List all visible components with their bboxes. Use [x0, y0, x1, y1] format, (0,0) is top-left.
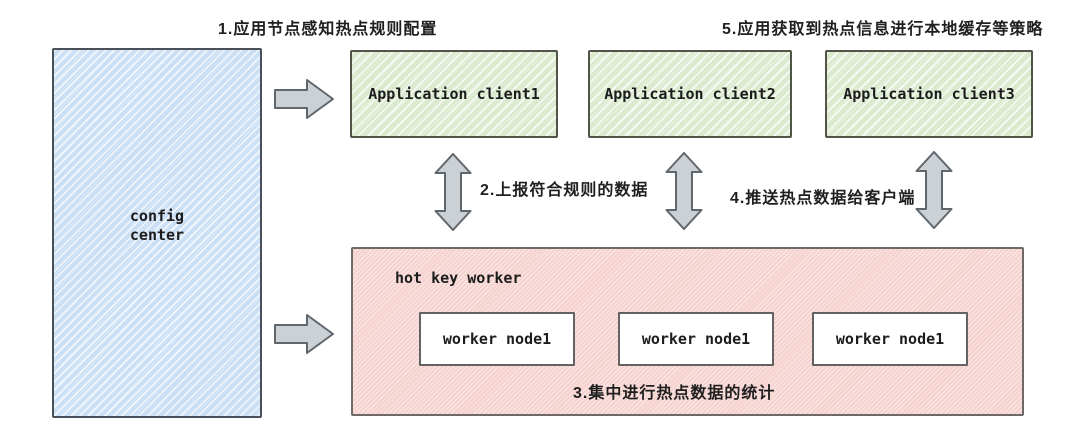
application-client3-label: Application client3 — [843, 85, 1015, 103]
application-client1-node: Application client1 — [350, 50, 558, 138]
arrow-config-to-client1 — [274, 77, 336, 121]
hot-key-worker-label: hot key worker — [395, 269, 522, 287]
config-center-node: config center — [52, 48, 262, 418]
hot-key-worker-panel: hot key worker worker node1 worker node1… — [351, 247, 1024, 416]
annotation-step5: 5.应用获取到热点信息进行本地缓存等策略 — [722, 21, 1044, 38]
annotation-step1: 1.应用节点感知热点规则配置 — [218, 21, 438, 38]
worker-node-1-label: worker node1 — [442, 330, 552, 348]
application-client1-label: Application client1 — [368, 85, 540, 103]
application-client3-node: Application client3 — [825, 50, 1033, 138]
annotation-step3: 3.集中进行热点数据的统计 — [573, 385, 776, 402]
worker-node-3-label: worker node1 — [835, 330, 945, 348]
annotation-step2: 2.上报符合规则的数据 — [480, 182, 649, 199]
arrow-client1-worker — [434, 153, 472, 231]
config-center-label: config center — [129, 207, 185, 244]
right-arrow-icon — [274, 314, 334, 354]
arrow-client3-worker — [915, 151, 953, 229]
double-vertical-arrow-icon — [915, 151, 953, 229]
double-vertical-arrow-icon — [434, 153, 472, 231]
arrow-config-to-worker — [274, 312, 336, 356]
worker-node-3: worker node1 — [812, 312, 968, 366]
application-client2-label: Application client2 — [604, 85, 776, 103]
arrow-client2-worker — [665, 152, 703, 230]
right-arrow-icon — [274, 79, 334, 119]
application-client2-node: Application client2 — [588, 50, 792, 138]
double-vertical-arrow-icon — [665, 152, 703, 230]
worker-node-2-label: worker node1 — [641, 330, 751, 348]
annotation-step4: 4.推送热点数据给客户端 — [730, 190, 916, 207]
worker-node-2: worker node1 — [618, 312, 774, 366]
worker-node-1: worker node1 — [419, 312, 575, 366]
